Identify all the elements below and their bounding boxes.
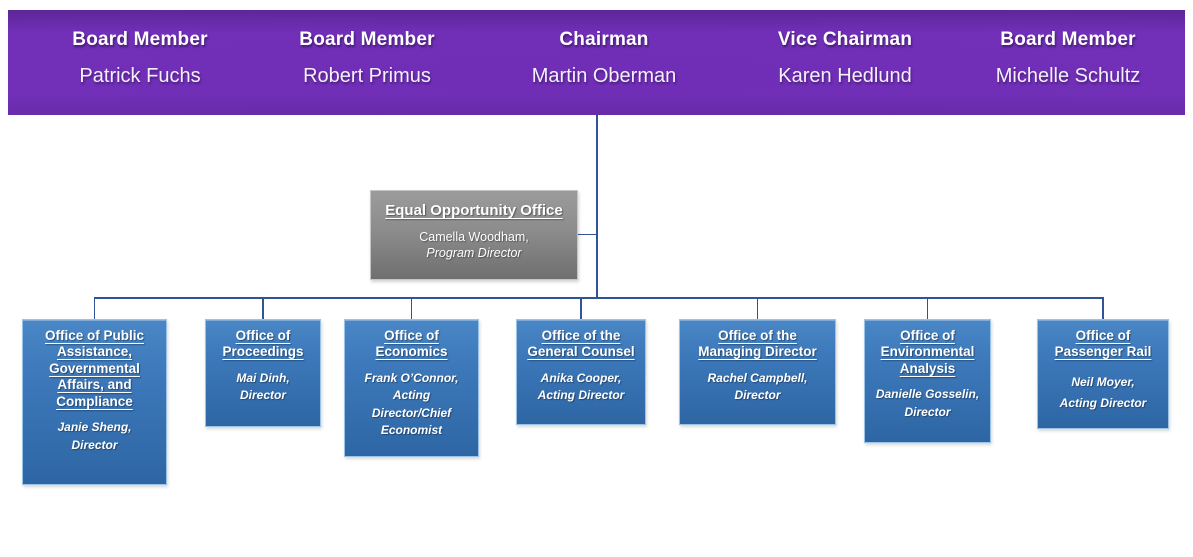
office-person-name: Anika Cooper,	[540, 370, 622, 385]
connector-stub	[580, 297, 582, 319]
leadership-banner: Board Member Patrick Fuchs Board Member …	[8, 10, 1185, 115]
connector-stub	[756, 297, 759, 319]
office-box-public-assistance: Office of Public Assistance, Governmenta…	[22, 319, 167, 485]
office-title: Office of Public Assistance, Governmenta…	[44, 328, 144, 409]
member-name: Patrick Fuchs	[79, 65, 201, 87]
equal-opportunity-office-box: Equal Opportunity Office Camella Woodham…	[370, 190, 578, 280]
member-title: Board Member	[299, 29, 435, 50]
office-person-name: Neil Moyer,	[1071, 374, 1135, 389]
office-person-role: Acting Director	[1059, 395, 1147, 410]
office-person: Janie Sheng, Director	[28, 419, 161, 454]
office-box-proceedings: Office of Proceedings Mai Dinh, Director	[205, 319, 321, 427]
connector-stub	[410, 297, 413, 319]
banner-member-martin-oberman: Chairman Martin Oberman	[532, 10, 677, 88]
connector-stub	[262, 297, 264, 319]
office-person-role: Director	[71, 437, 118, 452]
connector-stub	[1102, 297, 1104, 319]
office-box-managing-director: Office of the Managing Director Rachel C…	[679, 319, 836, 425]
office-person-name: Camella Woodham,	[419, 230, 529, 244]
office-box-economics: Office of Economics Frank O’Connor, Acti…	[344, 319, 479, 457]
banner-member-robert-primus: Board Member Robert Primus	[299, 10, 434, 88]
member-title: Chairman	[559, 29, 649, 50]
office-person-name: Danielle Gosselin,	[875, 387, 980, 402]
office-person-name: Janie Sheng,	[57, 420, 132, 435]
banner-member-karen-hedlund: Vice Chairman Karen Hedlund	[778, 10, 912, 88]
connector-rail	[94, 297, 1104, 299]
office-title: Office of Proceedings	[222, 328, 304, 360]
member-name: Martin Oberman	[531, 65, 677, 87]
banner-member-patrick-fuchs: Board Member Patrick Fuchs	[72, 10, 207, 88]
office-title: Office of Environmental Analysis	[880, 328, 975, 376]
banner-member-michelle-schultz: Board Member Michelle Schultz	[996, 10, 1141, 88]
office-title: Equal Opportunity Office	[385, 202, 563, 219]
office-box-passenger-rail: Office of Passenger Rail Neil Moyer, Act…	[1037, 319, 1169, 429]
office-person-name: Rachel Campbell,	[707, 370, 808, 385]
connector-eeo-link	[578, 233, 596, 235]
office-box-environmental-analysis: Office of Environmental Analysis Daniell…	[864, 319, 991, 443]
connector-stub	[93, 297, 96, 319]
office-box-general-counsel: Office of the General Counsel Anika Coop…	[516, 319, 646, 425]
member-title: Board Member	[1000, 29, 1136, 50]
office-person: Mai Dinh, Director	[211, 370, 315, 405]
member-name: Karen Hedlund	[778, 65, 912, 87]
office-person: Danielle Gosselin, Director	[870, 386, 985, 421]
member-title: Vice Chairman	[777, 29, 913, 50]
member-name: Robert Primus	[303, 65, 431, 87]
member-title: Board Member	[72, 29, 208, 50]
office-person-name: Frank O’Connor,	[364, 370, 459, 385]
office-person: Frank O’Connor, Acting Director/Chief Ec…	[358, 370, 465, 440]
member-name: Michelle Schultz	[995, 65, 1141, 87]
office-title: Office of Passenger Rail	[1054, 328, 1152, 360]
office-title: Office of Economics	[375, 328, 448, 360]
office-person: Anika Cooper, Acting Director	[522, 370, 640, 405]
office-person-name: Mai Dinh,	[236, 370, 290, 385]
office-person-role: Program Director	[426, 246, 522, 260]
connector-stub	[926, 297, 929, 319]
office-person-role: Director	[904, 404, 951, 419]
connector-trunk	[595, 115, 598, 298]
office-title: Office of the Managing Director	[698, 328, 817, 360]
office-person-role: Director	[734, 388, 781, 403]
office-title: Office of the General Counsel	[527, 328, 635, 360]
office-person-role: Acting Director	[537, 388, 625, 403]
office-person: Rachel Campbell, Director	[688, 370, 827, 405]
office-person: Neil Moyer, Acting Director	[1043, 372, 1163, 414]
office-person-role: Director	[239, 388, 286, 403]
office-person-role: Acting Director/Chief Economist	[371, 388, 452, 438]
